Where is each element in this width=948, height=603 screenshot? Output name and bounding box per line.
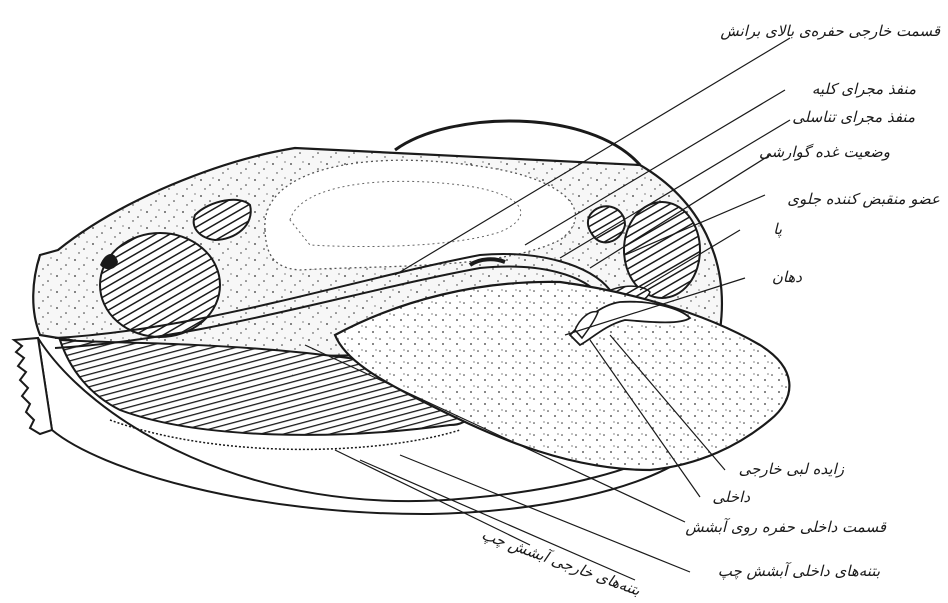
label-outer-suprabranchial-cavity: قسمت خارجی حفره‌ی بالای برانش [790,24,940,39]
label-anterior-adductor: عضو منقبض کننده جلوی [765,192,940,207]
label-outer-labial-palp: زایده لبی خارجی [724,462,844,477]
posterior-adductor-muscle [100,233,220,337]
label-mouth: دهان [742,270,802,285]
anterior-retractor-muscle [588,206,625,242]
label-inner-labial-palp: داخلی [700,490,750,505]
label-digestive-gland: وضعیت غده گوارشی [770,145,890,160]
label-genital-duct-opening: منفذ مجرای تناسلی [790,110,915,125]
label-inner-suprabranchial-cavity: قسمت داخلی حفره روی آبشش [686,520,886,535]
label-kidney-duct-opening: منفذ مجرای کلیه [786,82,916,97]
label-inner-gill-lamellae: بتنه‌های داخلی آبشش چپ [690,564,880,579]
label-foot: پا [742,222,782,237]
